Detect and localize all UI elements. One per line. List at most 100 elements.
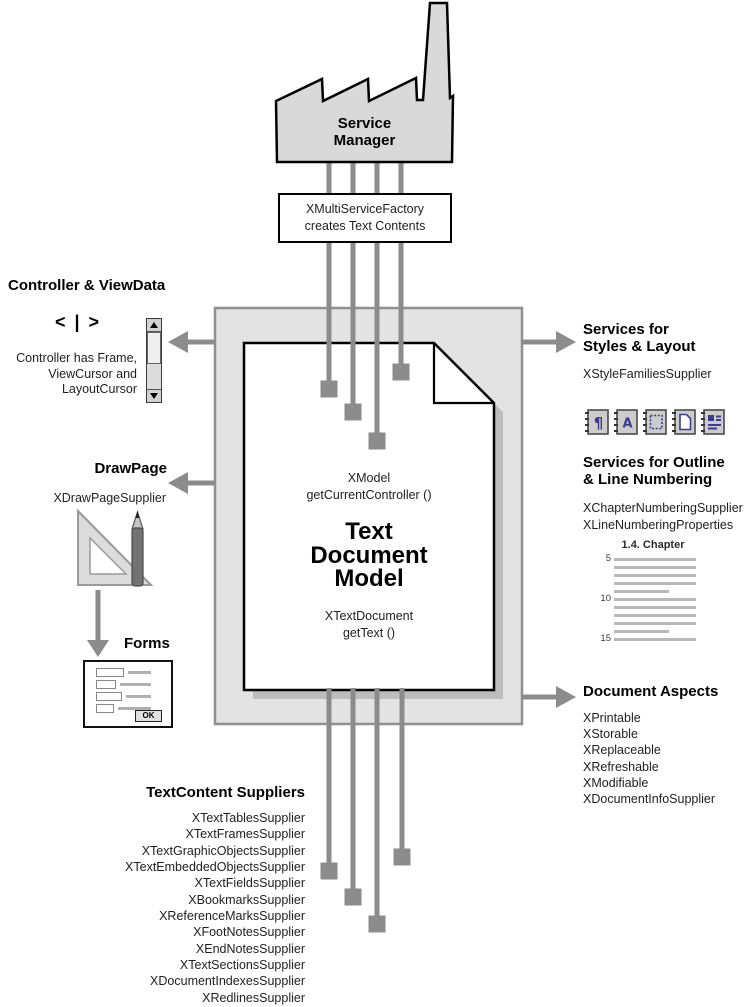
outline-heading-line2: & Line Numbering (583, 471, 713, 488)
numbering-styles-icon (701, 409, 725, 435)
line-numbering-interface: XLineNumberingProperties (583, 517, 734, 532)
plug-square (320, 862, 338, 880)
text-line (614, 589, 669, 593)
form-icon: OK (83, 660, 173, 728)
cursor-symbol: < | > (54, 312, 102, 332)
factory-label-line1: Service (337, 115, 392, 132)
list-item: XModifiable (583, 775, 649, 790)
list-item: XTextFramesSupplier (185, 827, 306, 842)
chapter-numbering-interface: XChapterNumberingSupplier (583, 501, 743, 515)
form-line (126, 695, 151, 698)
arrow-to-controller (168, 331, 215, 353)
list-item: XPrintable (583, 711, 641, 725)
list-item: XReplaceable (583, 743, 661, 758)
list-item: XBookmarksSupplier (188, 892, 305, 907)
text-line (614, 605, 696, 609)
controller-heading: Controller & ViewData (8, 277, 166, 294)
document-fold-corner (432, 343, 494, 405)
arrow-to-aspects (522, 686, 576, 708)
form-line (120, 683, 151, 686)
text-line (614, 621, 696, 625)
getcurrentcontroller-label: getCurrentController () (306, 488, 432, 502)
form-field (96, 680, 116, 689)
styles-heading-line1: Services for (583, 321, 669, 338)
outline-interfaces: XChapterNumberingSupplier XLineNumbering… (583, 500, 743, 533)
plug-square (368, 432, 386, 450)
list-item: XTextTablesSupplier (191, 811, 305, 825)
xtextdocument-label: XTextDocument (324, 609, 414, 623)
text-line (614, 581, 696, 585)
scrollbar-up-button (147, 319, 161, 332)
factory-label-line2: Manager (333, 131, 396, 149)
list-item: XReferenceMarksSupplier (159, 909, 305, 924)
frame-styles-icon (643, 409, 667, 435)
list-item: XDocumentIndexesSupplier (150, 974, 305, 989)
text-line (614, 557, 696, 561)
model-interface-label: XModel getCurrentController () (269, 470, 469, 504)
list-item: XEndNotesSupplier (195, 941, 305, 956)
title-line3: Model (334, 565, 404, 592)
controller-desc-line1: Controller has Frame, (16, 351, 137, 365)
text-line (614, 565, 696, 569)
line-number: 10 (600, 593, 611, 604)
plug-square (344, 403, 362, 421)
xmodel-label: XModel (347, 471, 391, 485)
svg-text:A: A (622, 417, 632, 432)
styles-heading: Services for Styles & Layout (583, 321, 696, 355)
document-title: Text Document Model (269, 520, 469, 591)
plug-square (344, 888, 362, 906)
list-item: XTextGraphicObjectsSupplier (141, 843, 305, 858)
scrollbar-icon (146, 318, 162, 403)
list-item: XTextSectionsSupplier (179, 958, 305, 973)
paragraph-styles-icon: ¶ (585, 409, 609, 435)
form-field (96, 704, 114, 713)
gettext-label: getText () (342, 626, 396, 640)
drawpage-heading: DrawPage (94, 460, 167, 477)
text-line (614, 613, 696, 617)
controller-desc-line3: LayoutCursor (61, 382, 137, 396)
style-family-icons: ¶ A (584, 409, 725, 435)
text-line (614, 597, 696, 601)
factory-box-line2: creates Text Contents (304, 219, 426, 233)
textcontent-list: XTextTablesSupplier XTextFramesSupplier … (60, 810, 305, 1006)
list-item: XTextFieldsSupplier (194, 876, 305, 891)
factory-label: Service Manager (294, 115, 435, 149)
text-line (614, 637, 696, 641)
list-item: XRefreshable (583, 759, 659, 774)
title-line2: Document (310, 541, 428, 569)
controller-desc-line2: ViewCursor and (48, 366, 137, 381)
drawpage-interface: XDrawPageSupplier (53, 491, 166, 505)
multiservicefactory-box (278, 193, 452, 243)
scrollbar-thumb (147, 332, 161, 364)
page-styles-icon (672, 409, 696, 435)
styles-heading-line2: Styles & Layout (583, 338, 696, 355)
textcontent-heading: TextContent Suppliers (146, 784, 305, 801)
title-line1: Text (345, 518, 393, 545)
aspects-heading: Document Aspects (583, 683, 719, 700)
textdocument-interface-label: XTextDocument getText () (269, 608, 469, 642)
plug-square (393, 848, 411, 866)
character-styles-icon: A (614, 409, 638, 435)
list-item: XTextEmbeddedObjectsSupplier (125, 860, 305, 875)
down-arrow-icon (150, 393, 158, 399)
forms-heading: Forms (124, 635, 170, 652)
text-line (614, 629, 669, 633)
svg-text:¶: ¶ (594, 414, 604, 432)
chapter-title: 1.4. Chapter (621, 539, 685, 551)
chapter-illustration: 1.4. Chapter 5 10 15 (596, 539, 696, 643)
controller-description: Controller has Frame, ViewCursor and Lay… (0, 351, 137, 398)
plug-square (320, 380, 338, 398)
form-field (96, 668, 124, 677)
text-line (614, 573, 696, 577)
ok-button: OK (135, 710, 162, 722)
scrollbar-down-button (147, 389, 161, 402)
line-number: 15 (600, 633, 611, 644)
arrow-to-drawpage (168, 472, 215, 494)
multiservicefactory-label: XMultiServiceFactory creates Text Conten… (279, 201, 451, 235)
form-field (96, 692, 122, 701)
line-number: 5 (605, 553, 611, 564)
arrow-to-styles (522, 331, 576, 353)
up-arrow-icon (150, 322, 158, 328)
list-item: XDocumentInfoSupplier (583, 792, 716, 807)
